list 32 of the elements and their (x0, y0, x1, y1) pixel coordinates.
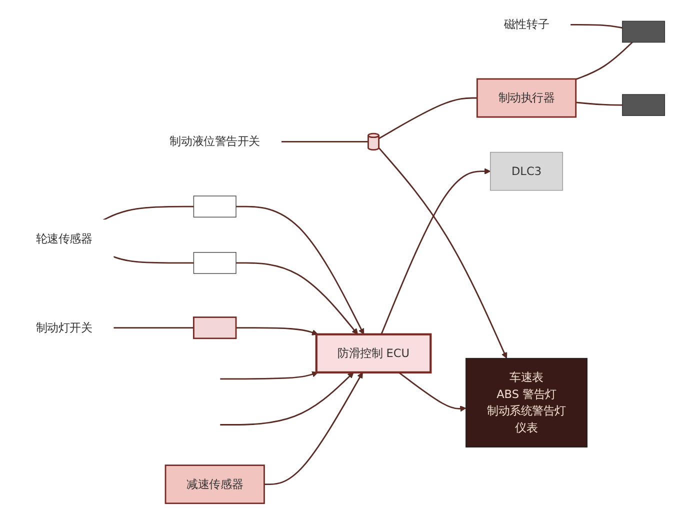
connector (570, 24, 622, 29)
arrow (236, 262, 358, 335)
connector (280, 141, 368, 142)
arrow (398, 372, 466, 412)
connector (112, 256, 194, 264)
node-box: 车速表 ABS 警告灯 制动系统警告灯 仪表 (465, 358, 588, 448)
arrow (236, 206, 364, 335)
node-text: 制动液位警告开关 (170, 134, 260, 148)
node-box (192, 316, 237, 340)
arrow (378, 147, 508, 359)
node-box (622, 20, 665, 43)
connector (113, 327, 194, 329)
node-box (193, 252, 236, 274)
connector (575, 42, 633, 80)
node-box: DLC3 (490, 152, 563, 191)
node-text: 磁性转子 (504, 18, 549, 32)
node-box (622, 94, 665, 116)
node-box: 制动执行器 (476, 78, 576, 118)
arrow (220, 371, 318, 380)
arrow (264, 372, 363, 486)
node-cylinder (367, 132, 380, 151)
connector (378, 97, 477, 140)
arrow (220, 372, 354, 426)
node-box: 减速传感器 (164, 464, 265, 504)
arrow (236, 327, 318, 336)
arrow (380, 168, 490, 335)
node-text: 轮速传感器 (36, 232, 92, 246)
connector (102, 206, 194, 221)
connector (576, 102, 622, 106)
node-text: 制动灯开关 (36, 320, 92, 334)
node-box (193, 196, 236, 218)
node-box: 防滑控制 ECU (315, 333, 432, 374)
